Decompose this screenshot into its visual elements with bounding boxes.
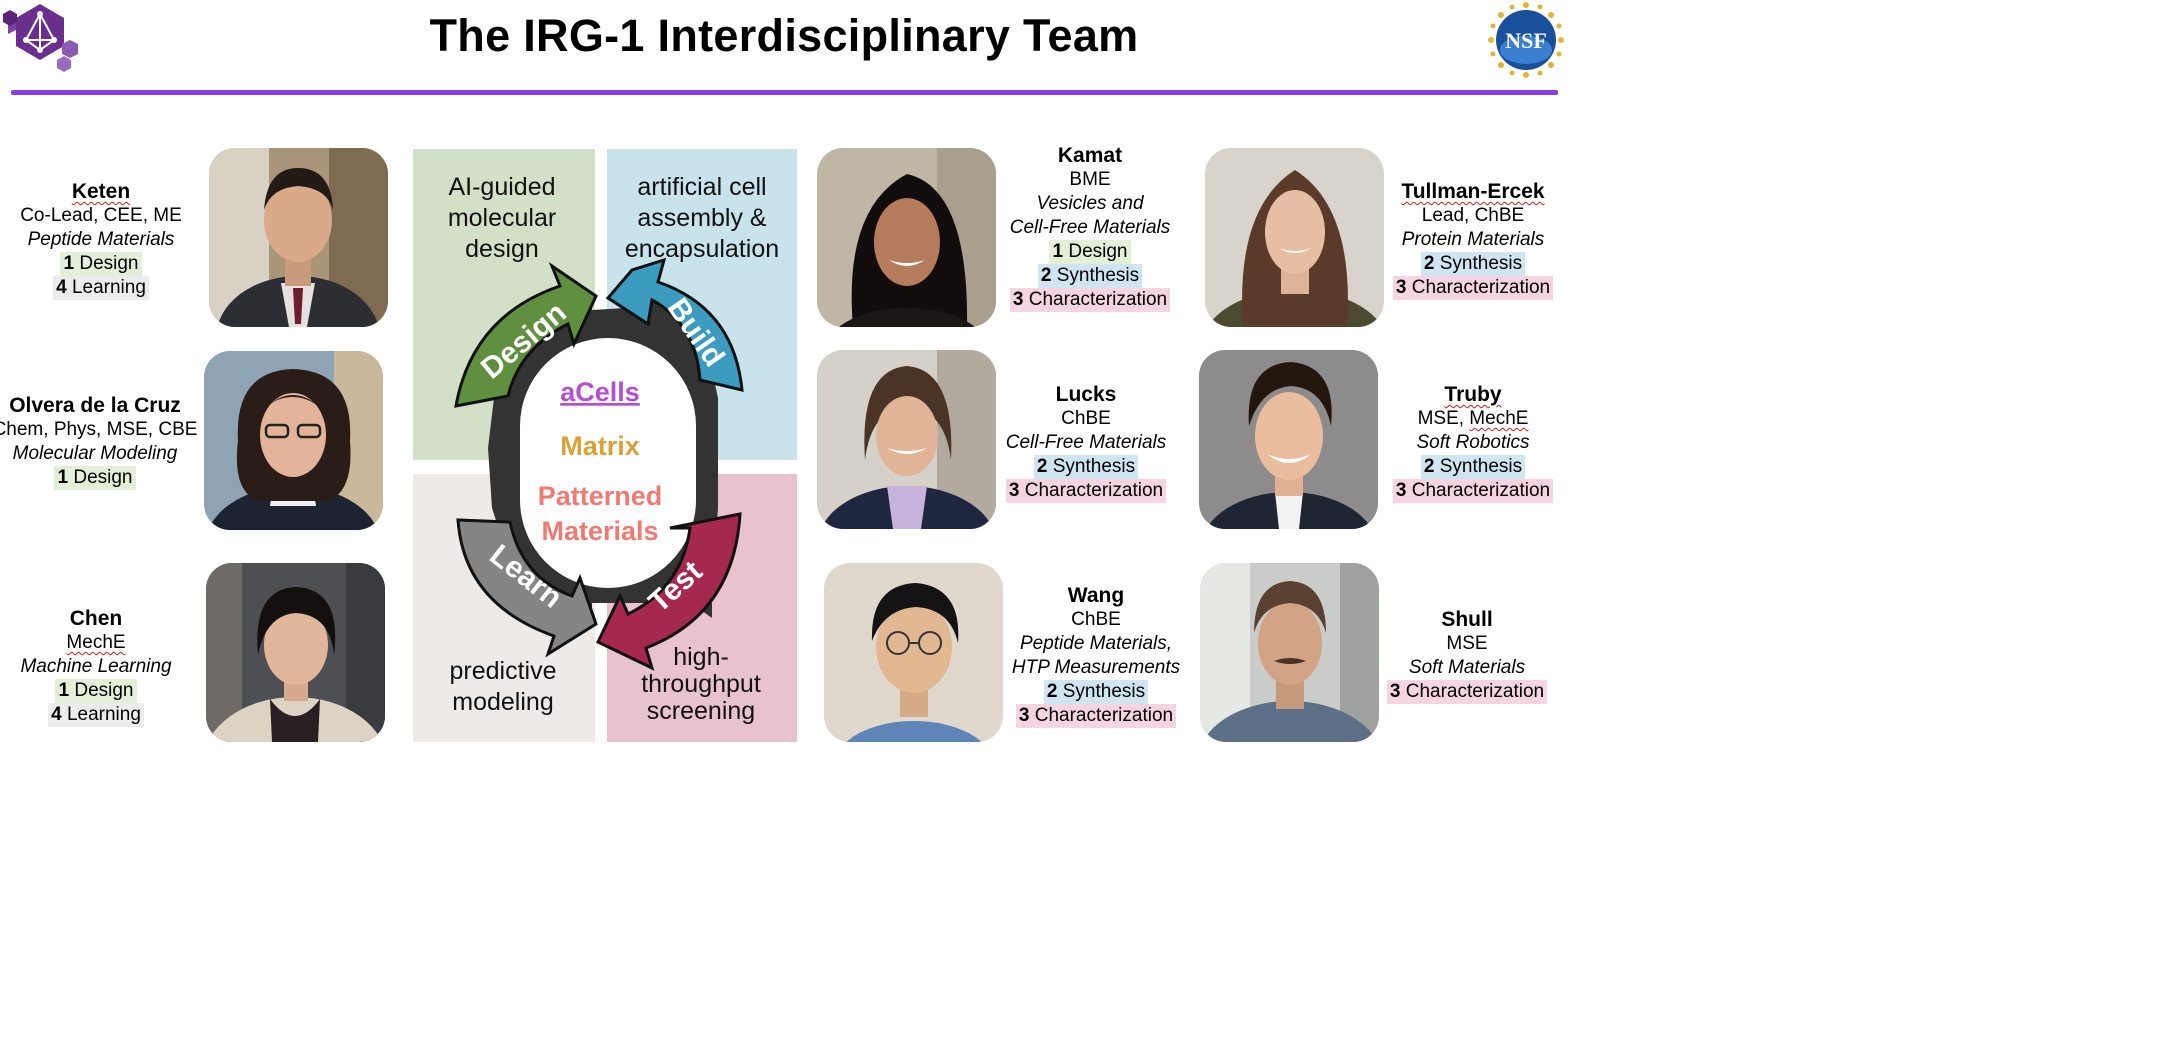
page-title: The IRG-1 Interdisciplinary Team: [429, 10, 1139, 61]
person-department: MSE, MechE: [1417, 408, 1529, 429]
person-lucks: Lucks ChBE Cell-Free Materials 2 Synthes…: [998, 383, 1174, 503]
person-department: ChBE: [1061, 408, 1111, 429]
tag-synthesis: 2 Synthesis: [1033, 455, 1139, 479]
person-name: Lucks: [1055, 383, 1117, 406]
nsf-logo: NSF: [1488, 2, 1564, 78]
tag-design: 1 Design: [60, 252, 142, 276]
tag-design: 1 Design: [55, 679, 137, 703]
tag-design: 1 Design: [1049, 240, 1131, 264]
person-research-area: Peptide Materials: [27, 229, 175, 250]
person-olvera: Olvera de la Cruz Chem, Phys, MSE, CBE M…: [0, 394, 198, 490]
person-name: Kamat: [1057, 144, 1123, 167]
quadrant-test-text: high-throughput screening: [641, 643, 761, 725]
photo-keten: [209, 148, 388, 327]
photo-shull: [1200, 563, 1379, 742]
cycle-center: [520, 338, 696, 588]
photo-tullman-ercek: [1205, 148, 1384, 327]
quadrant-build-text: artificial cell assembly & encapsulation: [624, 173, 780, 263]
person-chen: Chen MechE Machine Learning 1 Design 4 L…: [8, 607, 184, 727]
tag-synthesis: 2 Synthesis: [1037, 264, 1143, 288]
person-department: Co-Lead, CEE, ME: [20, 205, 182, 226]
design-arrow: [454, 261, 598, 408]
person-research-area: Protein Materials: [1401, 229, 1545, 250]
person-research-area: Soft Materials: [1408, 657, 1526, 678]
person-kamat: Kamat BME Vesicles and Cell-Free Materia…: [1000, 144, 1180, 312]
person-research-area: Soft Robotics: [1416, 432, 1530, 453]
person-name: Keten: [71, 180, 131, 203]
person-name: Truby: [1444, 383, 1502, 406]
tag-characterization: 3 Characterization: [1009, 288, 1171, 312]
tag-learning: 4 Learning: [53, 276, 149, 300]
person-name: Tullman-Ercek: [1401, 180, 1545, 203]
person-department: ChBE: [1071, 609, 1121, 630]
person-research-area-2: HTP Measurements: [1011, 657, 1181, 678]
photo-truby: [1199, 350, 1378, 529]
tag-design: 1 Design: [54, 466, 136, 490]
photo-chen: [206, 563, 385, 742]
svg-text:NSF: NSF: [1505, 28, 1547, 53]
test-arrow: [596, 512, 742, 671]
materials-label: Materials: [541, 516, 658, 546]
person-name: Chen: [69, 607, 123, 630]
person-shull: Shull MSE Soft Materials 3 Characterizat…: [1382, 608, 1552, 704]
tag-characterization: 3 Characterization: [1386, 680, 1548, 704]
quadrant-learn-text: predictive modeling: [449, 657, 557, 716]
person-department: BME: [1069, 169, 1111, 190]
person-name: Wang: [1067, 584, 1125, 607]
title-divider: [11, 90, 1558, 95]
photo-lucks: [817, 350, 996, 529]
irg-logo: [0, 0, 90, 80]
acells-label: aCells: [560, 377, 640, 407]
dbtl-cycle-diagram: Design Build Learn Test aCells Matrix Pa…: [454, 257, 744, 671]
tag-synthesis: 2 Synthesis: [1420, 252, 1526, 276]
person-department: Lead, ChBE: [1421, 205, 1525, 226]
person-department: MechE: [66, 632, 126, 653]
person-name: Shull: [1441, 608, 1493, 631]
tag-characterization: 3 Characterization: [1392, 479, 1554, 503]
person-research-area: Machine Learning: [20, 656, 172, 677]
tag-characterization: 3 Characterization: [1005, 479, 1167, 503]
person-tullman-ercek: Tullman-Ercek Lead, ChBE Protein Materia…: [1388, 180, 1558, 300]
photo-olvera: [204, 351, 383, 530]
person-department: Chem, Phys, MSE, CBE: [0, 419, 198, 440]
build-arrow: [605, 257, 744, 392]
person-research-area: Molecular Modeling: [12, 443, 178, 464]
quadrant-design-text: AI-guided molecular design: [447, 173, 557, 263]
person-wang: Wang ChBE Peptide Materials, HTP Measure…: [1006, 584, 1186, 728]
person-truby: Truby MSE, MechE Soft Robotics 2 Synthes…: [1388, 383, 1558, 503]
tag-learning: 4 Learning: [48, 703, 144, 727]
tag-synthesis: 2 Synthesis: [1043, 680, 1149, 704]
person-research-area: Peptide Materials,: [1019, 633, 1173, 654]
person-department: MSE: [1446, 633, 1488, 654]
matrix-label: Matrix: [560, 431, 640, 461]
photo-wang: [824, 563, 1003, 742]
tag-synthesis: 2 Synthesis: [1420, 455, 1526, 479]
tag-characterization: 3 Characterization: [1392, 276, 1554, 300]
patterned-label: Patterned: [538, 481, 663, 511]
person-research-area: Vesicles and: [1036, 193, 1144, 214]
learn-arrow: [456, 518, 598, 658]
person-keten: Keten Co-Lead, CEE, ME Peptide Materials…: [8, 180, 194, 300]
person-name: Olvera de la Cruz: [9, 394, 181, 417]
tag-characterization: 3 Characterization: [1015, 704, 1177, 728]
person-research-area-2: Cell-Free Materials: [1009, 217, 1171, 238]
photo-kamat: [817, 148, 996, 327]
person-research-area: Cell-Free Materials: [1005, 432, 1167, 453]
